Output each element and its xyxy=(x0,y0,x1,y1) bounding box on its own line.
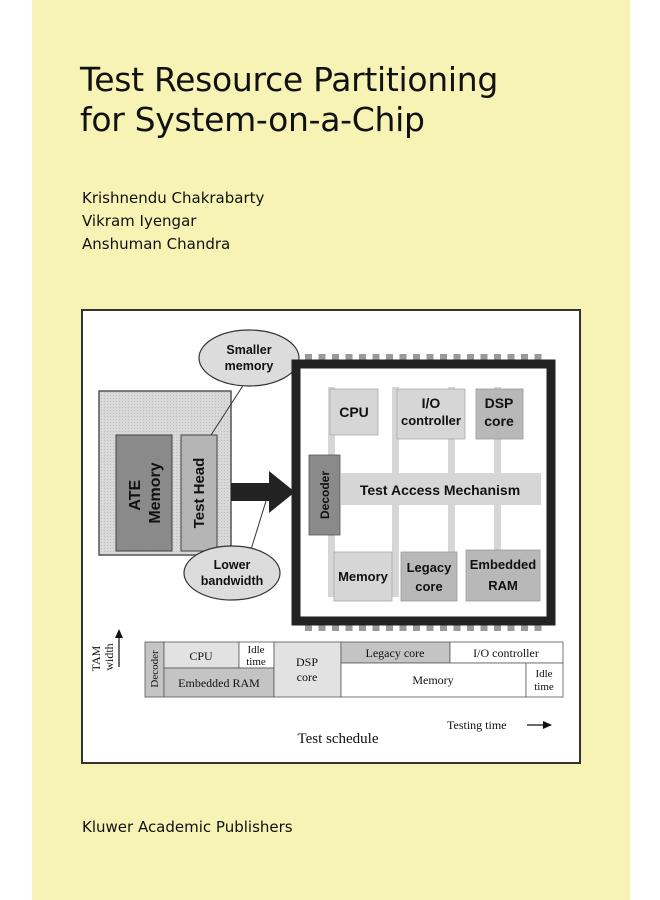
chip-pin xyxy=(494,621,501,631)
chip-pin xyxy=(318,621,326,631)
chip-pin xyxy=(345,354,353,364)
sched-dsp xyxy=(273,641,342,698)
chip-pin xyxy=(413,621,420,631)
y-axis-label: TAM width xyxy=(89,643,116,672)
callout-memory-label: memory xyxy=(225,359,274,373)
cpu-label: CPU xyxy=(339,404,369,420)
legacy-core-label: core xyxy=(415,579,442,594)
sched-dsp-core-label: core xyxy=(297,670,318,684)
callout-bandwidth-label: bandwidth xyxy=(201,574,264,588)
chip-pin xyxy=(494,354,501,364)
author-1: Krishnendu Chakrabarty xyxy=(82,189,265,207)
chip-pin xyxy=(318,354,326,364)
chip-pin xyxy=(521,354,528,364)
schedule-caption: Test schedule xyxy=(297,731,378,747)
sched-legacy-label: Legacy core xyxy=(366,646,425,660)
callout-smaller-memory xyxy=(198,329,300,387)
sched-cpu-label: CPU xyxy=(189,649,213,663)
author-3: Anshuman Chandra xyxy=(82,235,231,253)
sched-memory-label: Memory xyxy=(412,673,453,687)
chip-pin xyxy=(305,621,312,631)
chip-pin xyxy=(372,354,380,364)
sched-embedded-ram xyxy=(163,667,275,698)
legacy-core xyxy=(400,551,458,602)
memory-core xyxy=(333,551,393,602)
sched-embedded-ram-label: Embedded RAM xyxy=(178,676,260,690)
callout-smaller-label: Smaller xyxy=(226,343,271,357)
ate-label: ATE Memory xyxy=(127,462,164,523)
chip-pin xyxy=(467,621,474,631)
author-list: Krishnendu Chakrabarty Vikram Iyengar An… xyxy=(82,187,264,256)
chip-pin xyxy=(413,354,420,364)
decoder-block xyxy=(308,454,341,536)
chip-pin xyxy=(467,354,474,364)
chip-pin xyxy=(386,621,393,631)
dsp-core xyxy=(475,388,524,440)
chip-pin xyxy=(399,354,407,364)
dsp-core-label: core xyxy=(484,413,514,429)
sched-decoder-label: Decoder xyxy=(149,650,161,688)
book-title: Test Resource Partitioning for System-on… xyxy=(80,60,498,140)
io-label: I/O xyxy=(422,395,441,411)
title-line-2: for System-on-a-Chip xyxy=(80,100,425,139)
dsp-label: DSP xyxy=(485,395,514,411)
embedded-ram-core xyxy=(465,549,541,602)
chip-pin xyxy=(507,621,515,631)
sched-cpu xyxy=(163,641,240,669)
soc-test-diagram: ATE Memory Test Head Smaller memory Lowe… xyxy=(89,329,564,747)
ate-memory-block xyxy=(115,434,173,552)
chip-pin xyxy=(534,621,542,631)
x-axis-label: Testing time xyxy=(447,718,506,732)
memory-label: Memory xyxy=(338,569,389,584)
chip-pin xyxy=(426,621,434,631)
chip-pin xyxy=(372,621,380,631)
sched-idle-1-label: Idle xyxy=(247,644,264,656)
ram-label: RAM xyxy=(488,578,518,593)
author-2: Vikram Iyengar xyxy=(82,212,197,230)
chip-pin xyxy=(480,354,488,364)
chip-pin xyxy=(345,621,353,631)
io-controller-core xyxy=(396,388,466,440)
callout-lower-bandwidth xyxy=(183,545,281,601)
chip-pin xyxy=(305,354,312,364)
chip-pin xyxy=(359,354,366,364)
sched-idle-2-time: time xyxy=(534,681,554,693)
controller-label: controller xyxy=(401,413,461,428)
chip-pin xyxy=(359,621,366,631)
chip-pins-top xyxy=(305,354,542,364)
cpu-core xyxy=(329,388,379,436)
callout-lower-label: Lower xyxy=(214,558,251,572)
chip-pin xyxy=(386,354,393,364)
sched-idle-2 xyxy=(525,662,564,698)
sched-io-label: I/O controller xyxy=(473,646,539,660)
title-line-1: Test Resource Partitioning xyxy=(80,60,499,99)
chip-pin xyxy=(453,621,461,631)
embedded-label: Embedded xyxy=(470,557,537,572)
chip-pin xyxy=(453,354,461,364)
sched-idle-1-time: time xyxy=(246,656,266,668)
test-access-mechanism xyxy=(341,473,541,505)
chip-pins-bottom xyxy=(305,621,542,631)
sched-idle-2-label: Idle xyxy=(535,668,552,680)
test-head-block xyxy=(180,434,218,552)
chip-pin xyxy=(426,354,434,364)
chip-pin xyxy=(440,621,447,631)
test-head-label: Test Head xyxy=(191,458,208,529)
transfer-arrow xyxy=(231,471,295,513)
chip-pin xyxy=(534,354,542,364)
chip-pin xyxy=(440,354,447,364)
tam-label: Test Access Mechanism xyxy=(360,482,520,498)
publisher: Kluwer Academic Publishers xyxy=(82,818,293,836)
chip-pin xyxy=(399,621,407,631)
chip-pin xyxy=(507,354,515,364)
decoder-label: Decoder xyxy=(318,471,332,519)
sched-dsp-label: DSP xyxy=(296,655,318,669)
cover-figure: ATE Memory Test Head Smaller memory Lowe… xyxy=(81,309,581,764)
chip-pin xyxy=(332,354,339,364)
legacy-label: Legacy xyxy=(407,560,453,575)
chip-pin xyxy=(480,621,488,631)
chip-pin xyxy=(332,621,339,631)
chip-pin xyxy=(521,621,528,631)
